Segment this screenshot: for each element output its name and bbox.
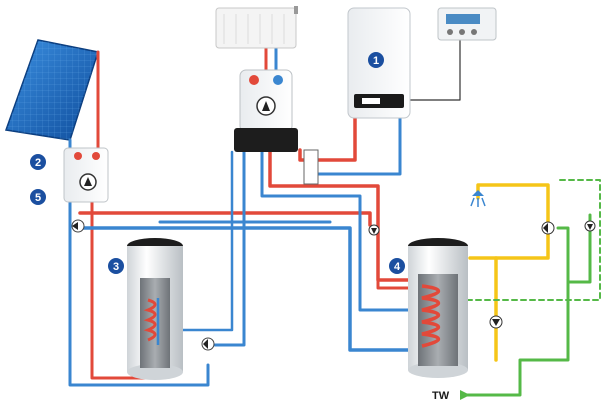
badge-solar-station: 2 [30, 154, 46, 170]
pump-yellow-line [489, 315, 503, 329]
mixing-box [303, 149, 319, 185]
valve-solar [71, 219, 85, 233]
hot-to-tank-low [376, 230, 412, 290]
shower-icon [470, 190, 486, 207]
badge-boiler-text: 1 [373, 55, 379, 67]
yellow-loop [468, 183, 550, 260]
pump-module [234, 69, 298, 152]
badge-solar-pump: 5 [30, 189, 46, 205]
radiator [215, 6, 298, 49]
badge-tank-right: 4 [389, 258, 405, 274]
valve-dhw [541, 221, 555, 235]
solar-collector [4, 39, 99, 141]
pump-hot-line [368, 224, 380, 236]
green-right [566, 213, 592, 284]
badge-solar-station-text: 2 [35, 157, 41, 169]
solar-station [63, 147, 109, 203]
tank-left [127, 238, 183, 380]
tap-water-arrow-icon [460, 390, 470, 400]
boiler-hot [298, 116, 357, 162]
controller [437, 7, 497, 41]
badge-boiler: 1 [368, 52, 384, 68]
main-hot-pipe [78, 211, 372, 227]
pump-dhw-return [584, 220, 596, 232]
badge-tank-right-text: 4 [394, 261, 401, 273]
valve-left-tank [201, 337, 215, 351]
cold-from-tank [260, 150, 412, 312]
pipes [68, 39, 601, 397]
cold-to-left-tank [213, 150, 246, 347]
green-pipe [463, 226, 570, 397]
green-dashed [459, 179, 601, 301]
tap-water-label: TW [432, 390, 450, 402]
boiler-cold [316, 116, 402, 176]
badge-tank-left: 3 [108, 258, 124, 274]
solar-down-cold [68, 198, 210, 387]
badge-solar-pump-text: 5 [35, 192, 41, 204]
main-cold-pipe [78, 226, 412, 352]
tank-right [408, 238, 468, 378]
badge-tank-left-text: 3 [113, 261, 119, 273]
controller-wire [409, 39, 461, 101]
cold-to-left-tank-2 [178, 150, 234, 332]
hot-to-tank [268, 150, 412, 282]
